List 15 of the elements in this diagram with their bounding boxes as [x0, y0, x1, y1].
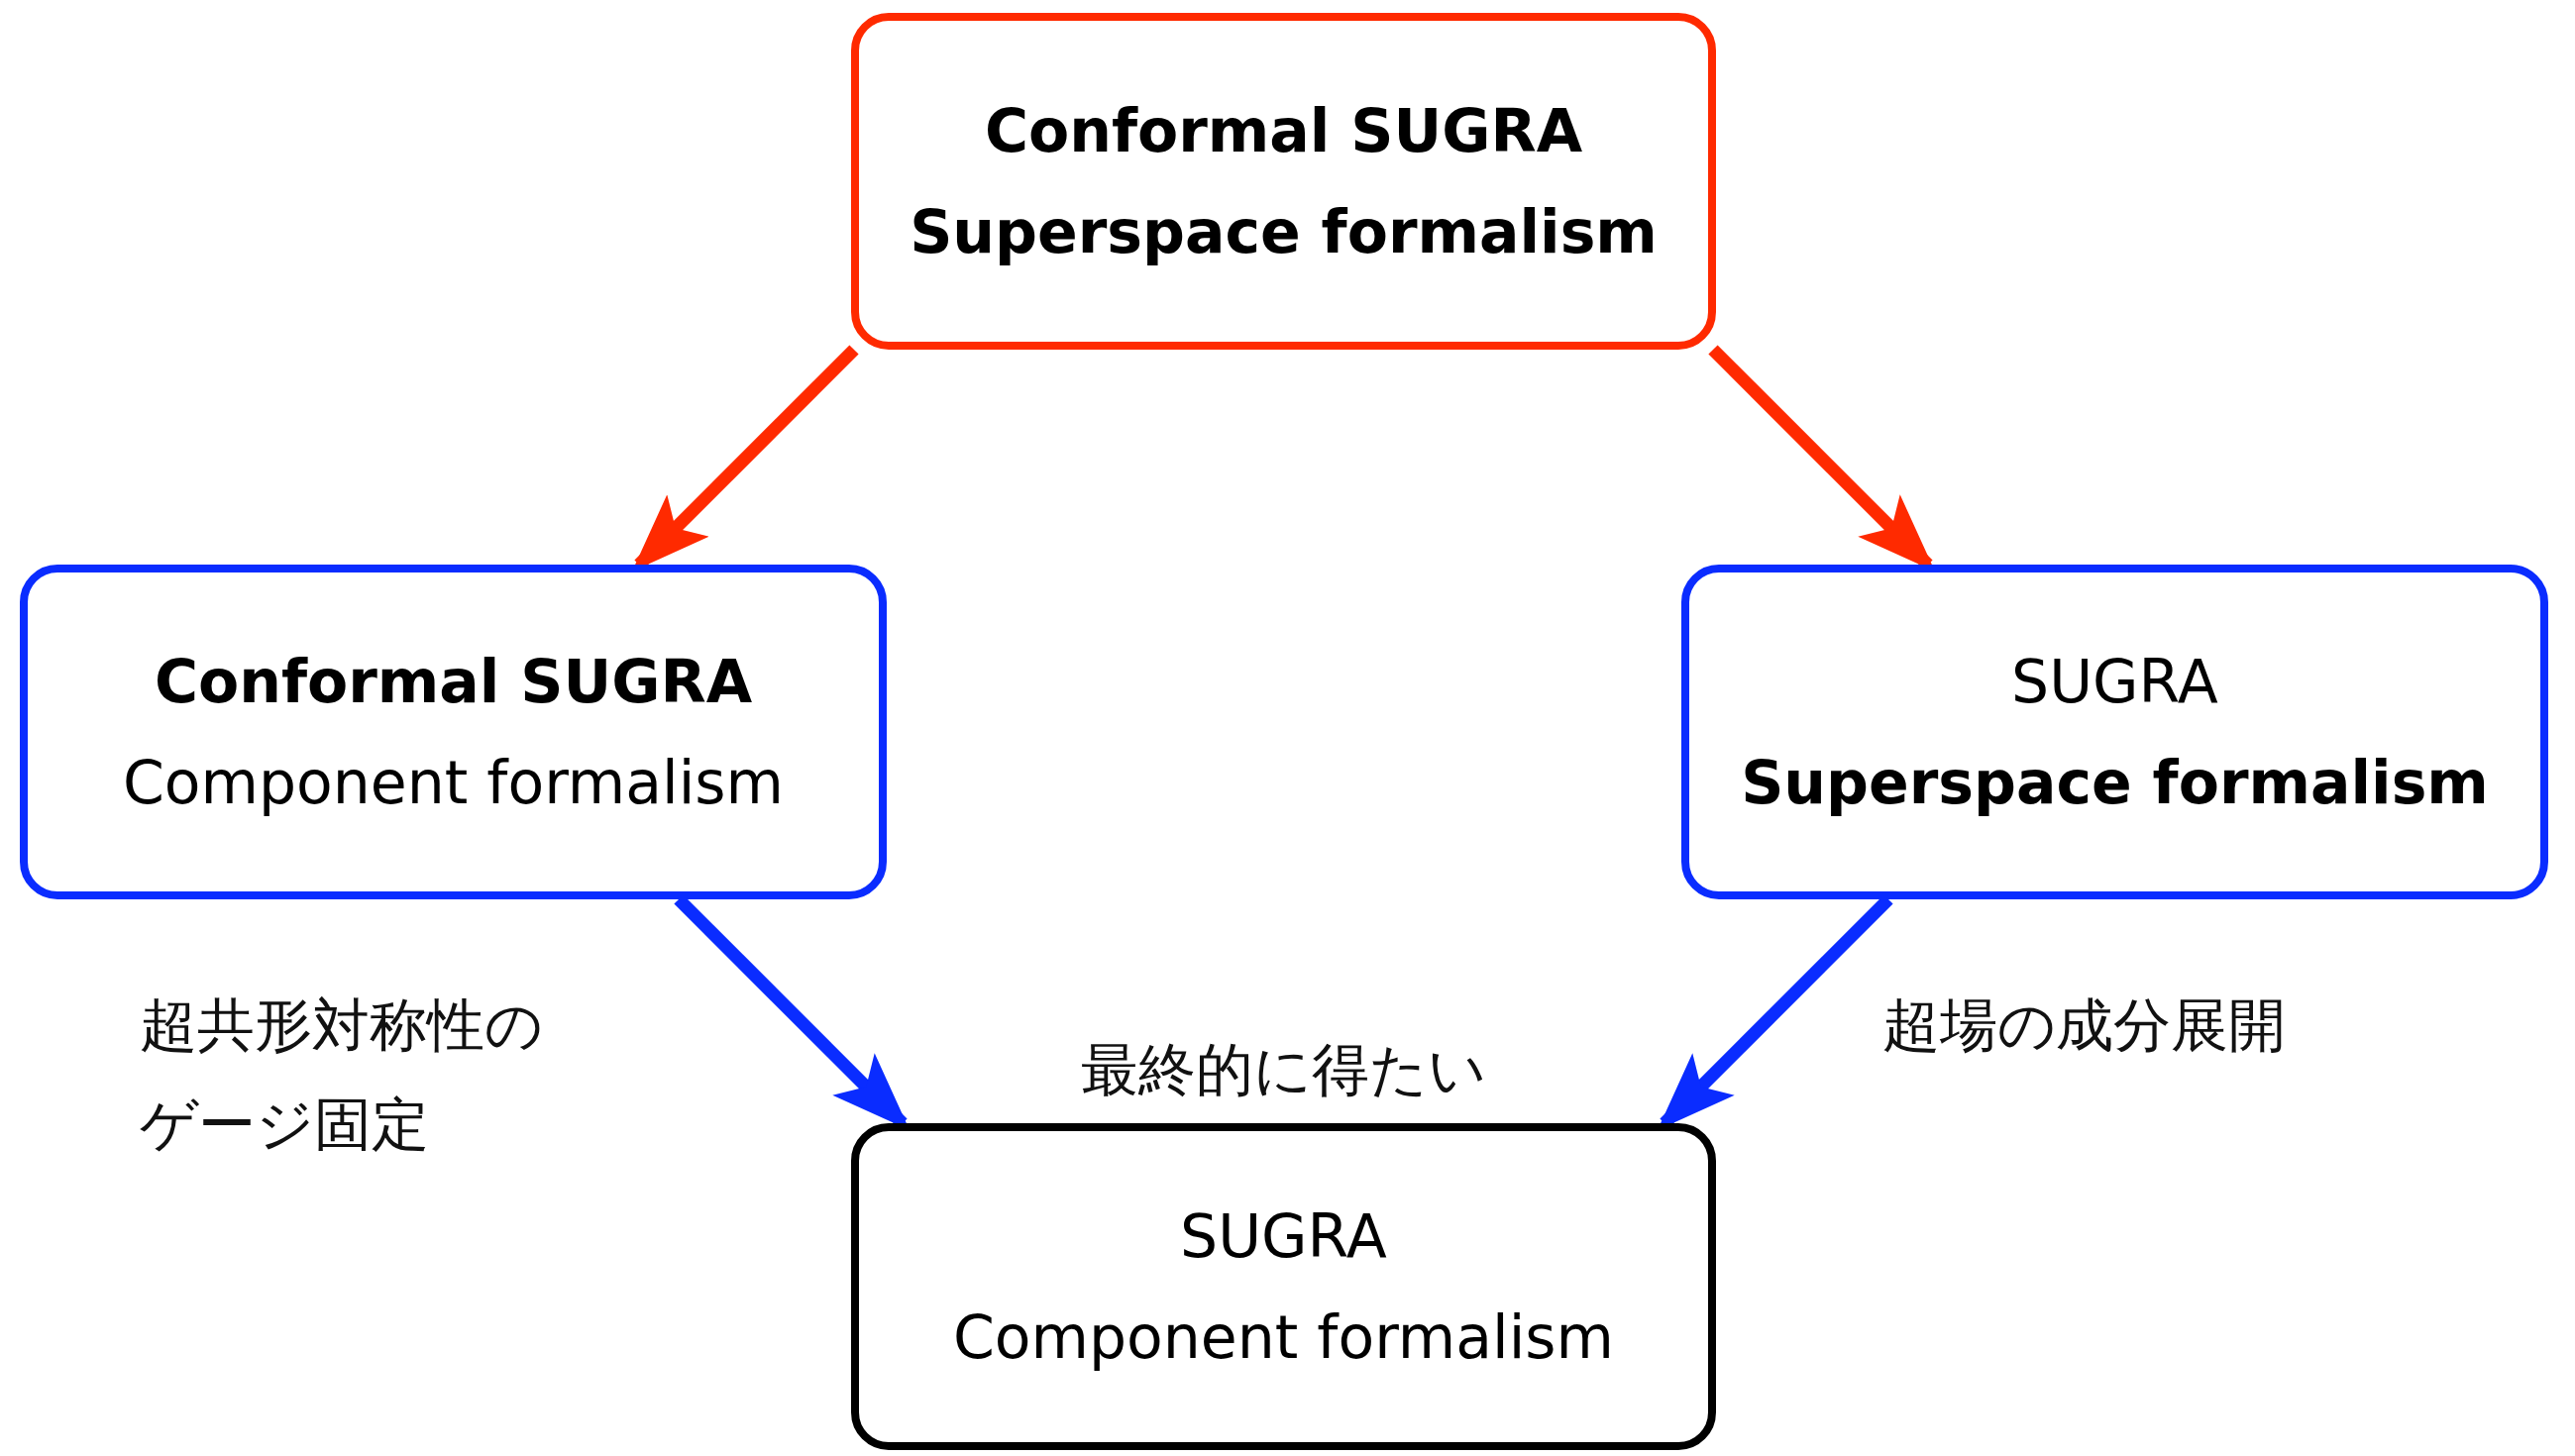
- node-caption: 最終的に得たい: [1079, 1035, 1487, 1105]
- node-text: Conformal SUGRA: [154, 646, 753, 718]
- formalism-box: [1681, 565, 2548, 899]
- node-text: SUGRA: [1180, 1200, 1387, 1273]
- formalism-box: [851, 1123, 1716, 1450]
- node-text: SUGRA: [2011, 646, 2218, 718]
- formalism-box: [851, 13, 1716, 350]
- node-text: Component formalism: [952, 1301, 1615, 1374]
- node-text: Superspace formalism: [910, 196, 1658, 268]
- edge-label: 超共形対称性のゲージ固定: [140, 990, 544, 1160]
- edge-label: 超場の成分展開: [1882, 990, 2287, 1061]
- node-text: Conformal SUGRA: [984, 95, 1583, 167]
- node-text: Superspace formalism: [1741, 747, 2489, 819]
- node-text: Component formalism: [122, 747, 785, 819]
- formalism-box: [20, 565, 887, 899]
